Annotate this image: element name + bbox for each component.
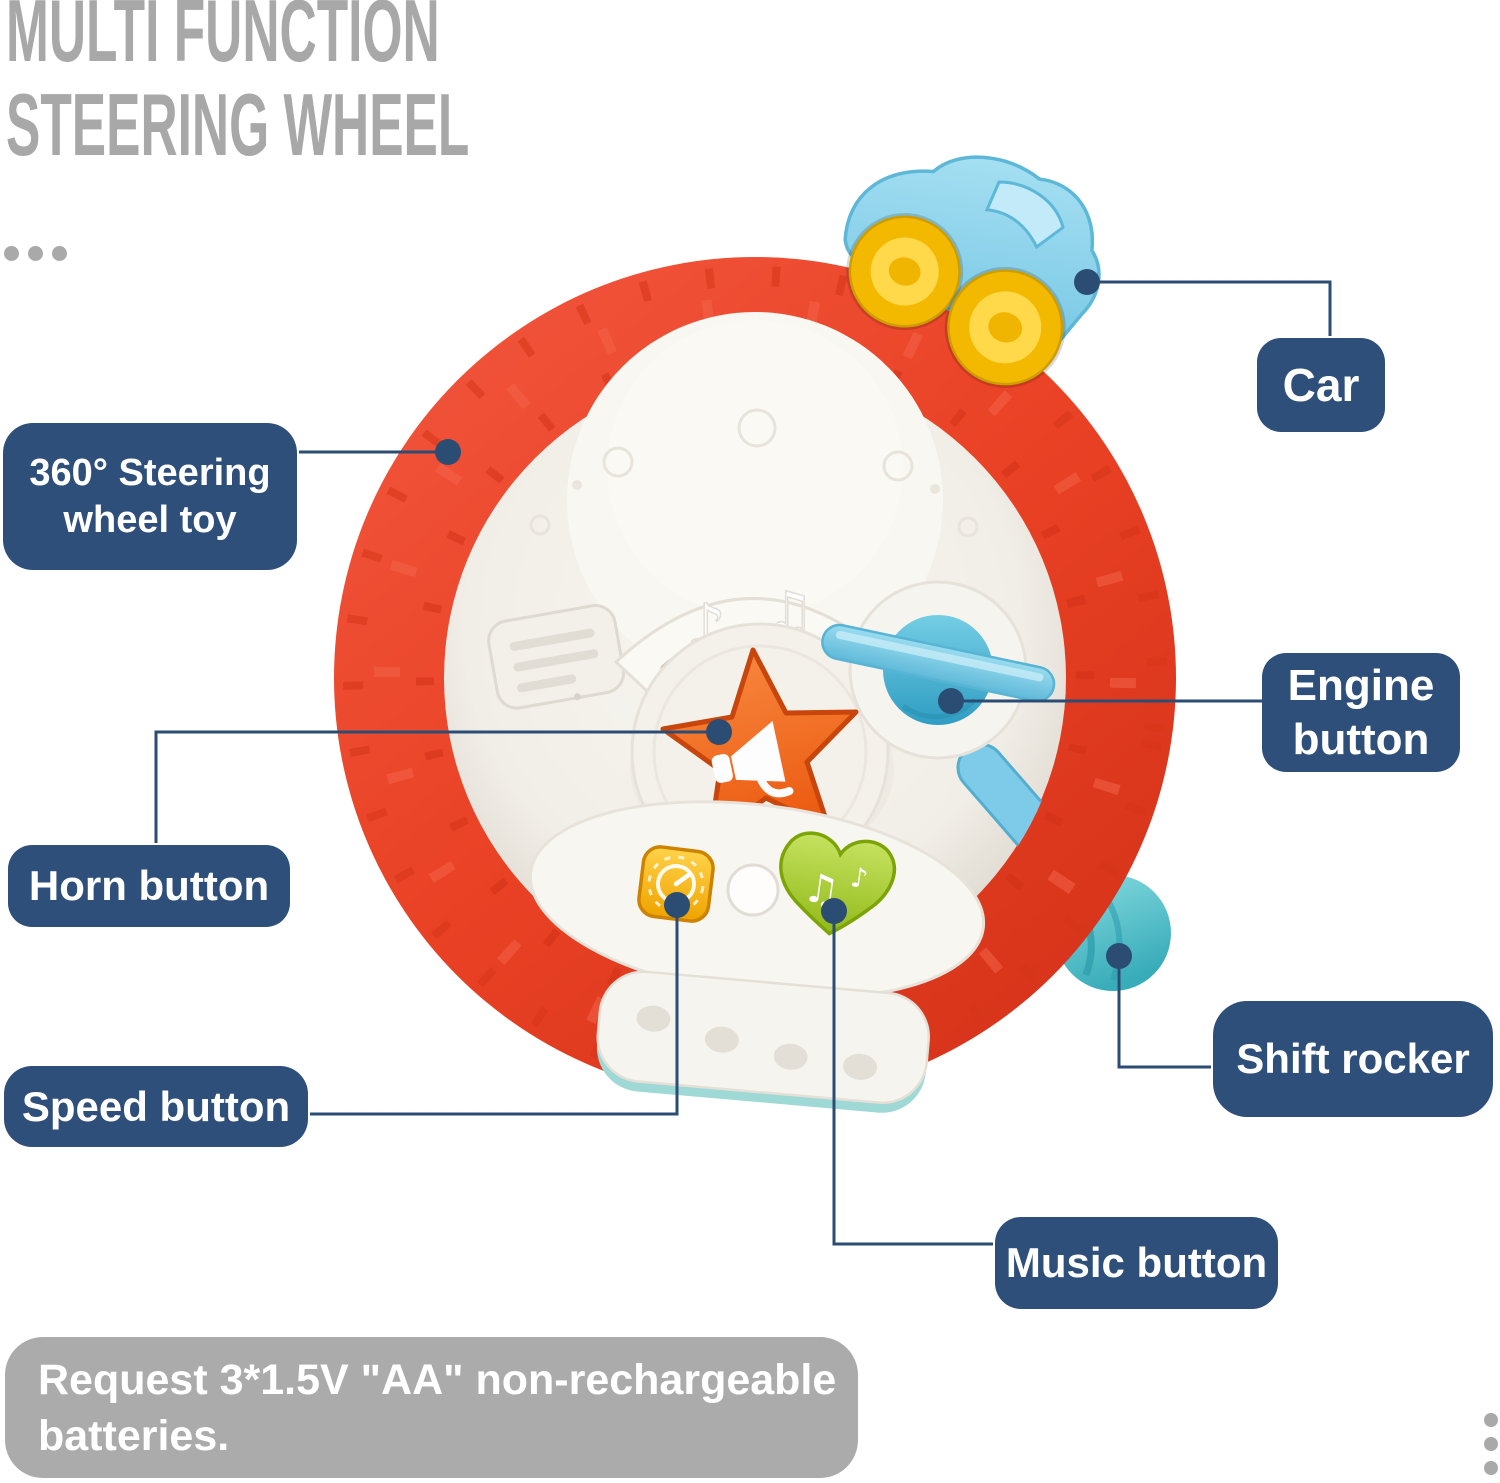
callout-shift-label: Shift rocker bbox=[1236, 1035, 1470, 1083]
speed-button bbox=[637, 845, 715, 923]
callout-360-steering-wheel-toy: 360° Steering wheel toy bbox=[3, 423, 297, 570]
music-note-icon: ♪ bbox=[849, 862, 870, 895]
dot-icon bbox=[1484, 1413, 1498, 1427]
ellipsis-dots-vertical-icon bbox=[1484, 1413, 1498, 1475]
callout-speed-label: Speed button bbox=[21, 1082, 291, 1130]
dot-icon bbox=[1484, 1437, 1498, 1451]
center-button bbox=[726, 863, 780, 917]
connector-car bbox=[1087, 280, 1332, 336]
callout-horn-button: Horn button bbox=[8, 845, 290, 927]
toy-car bbox=[843, 155, 1101, 388]
callout-horn-label: Horn button bbox=[28, 862, 270, 910]
callout-engine-line1: Engine bbox=[1287, 660, 1435, 710]
battery-note: Request 3*1.5V "AA" non-rechargeable bat… bbox=[5, 1337, 858, 1478]
callout-car-label: Car bbox=[1282, 358, 1360, 411]
car-rear-wheel bbox=[846, 213, 964, 331]
dot-icon bbox=[28, 246, 43, 261]
engine-lever bbox=[821, 623, 1056, 703]
callout-engine-button: Engine button bbox=[1262, 653, 1460, 772]
callout-speed-button: Speed button bbox=[4, 1066, 308, 1147]
callout-shift-rocker: Shift rocker bbox=[1213, 1001, 1493, 1117]
callout-music-button: Music button bbox=[995, 1217, 1278, 1309]
connector-shift bbox=[1117, 956, 1211, 1069]
page-title-line2: STEERING WHEEL bbox=[6, 75, 470, 174]
callout-steering-line1: 360° Steering bbox=[29, 452, 271, 495]
dashboard-disc bbox=[529, 312, 979, 688]
dot-icon bbox=[52, 246, 67, 261]
megaphone-icon bbox=[711, 721, 794, 798]
battery-note-line2: batteries. bbox=[38, 1412, 230, 1460]
connector-music bbox=[832, 911, 993, 1246]
dot-icon bbox=[4, 246, 19, 261]
connector-speed bbox=[310, 905, 679, 1116]
callout-engine-line2: button bbox=[1292, 714, 1430, 764]
connector-lines bbox=[154, 280, 1332, 1246]
callout-music-label: Music button bbox=[1005, 1239, 1268, 1287]
engine-button bbox=[821, 580, 1056, 760]
wheel-chin bbox=[596, 970, 930, 1113]
callout-car: Car bbox=[1257, 338, 1385, 432]
page-title: MULTI FUNCTION STEERING WHEEL bbox=[6, 0, 798, 172]
page-title-line1: MULTI FUNCTION bbox=[6, 0, 440, 80]
ellipsis-dots-icon bbox=[4, 246, 67, 261]
battery-note-line1: Request 3*1.5V "AA" non-rechargeable bbox=[38, 1356, 837, 1404]
car-window bbox=[984, 180, 1065, 250]
grille-detail bbox=[487, 604, 626, 710]
music-button: ♫ ♪ bbox=[779, 831, 897, 936]
connector-horn bbox=[154, 730, 719, 843]
callout-steering-line2: wheel toy bbox=[63, 498, 237, 541]
dot-icon bbox=[1484, 1461, 1498, 1475]
car-front-wheel bbox=[944, 266, 1066, 388]
anchor-dots bbox=[435, 269, 1132, 969]
